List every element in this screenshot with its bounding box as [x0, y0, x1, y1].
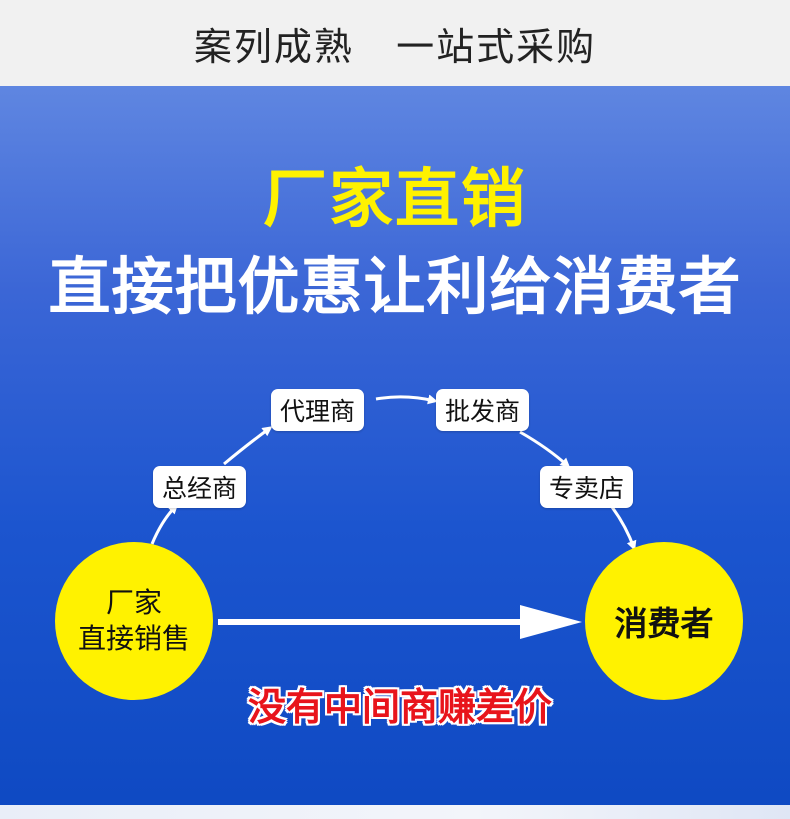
arrow-store-to-consumer	[610, 506, 637, 551]
factory-circle: 厂家 直接销售	[55, 542, 213, 700]
banner-title: 案列成熟 一站式采购	[193, 24, 597, 69]
headline-direct-sale: 厂家直销	[263, 163, 527, 237]
consumer-circle: 消费者	[585, 542, 743, 700]
arrow-distributor-to-agent	[223, 426, 273, 466]
top-banner: 案列成熟 一站式采购	[0, 0, 790, 86]
bottom-strip	[0, 805, 790, 819]
direct-arrow-shaft	[218, 619, 523, 625]
direct-arrow-head	[520, 605, 582, 639]
no-middleman-slogan: 没有中间商赚差价	[247, 685, 552, 729]
factory-label: 厂家	[105, 586, 162, 619]
arrow-agent-to-wholesaler	[375, 394, 438, 405]
node-general-distributor: 总经商	[153, 466, 247, 508]
consumer-label: 消费者	[614, 604, 714, 643]
headline-discount: 直接把优惠让利给消费者	[48, 250, 742, 323]
arrow-wholesaler-to-store	[519, 430, 571, 469]
node-store: 专卖店	[540, 466, 634, 508]
node-agent: 代理商	[271, 389, 365, 431]
direct-sale-label: 直接销售	[77, 622, 190, 655]
arrow-factory-to-distributor	[150, 503, 179, 545]
node-wholesaler: 批发商	[436, 389, 530, 431]
